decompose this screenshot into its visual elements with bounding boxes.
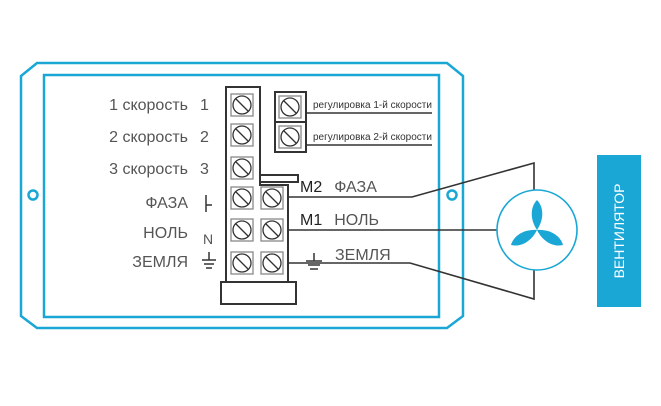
screw-slot (235, 98, 249, 112)
screw-frame (278, 125, 302, 149)
enclosure (19, 61, 465, 330)
ground-symbol-icon (306, 253, 322, 270)
screw-slot (265, 256, 279, 270)
screw-icon (280, 97, 300, 117)
phase-wire (288, 161, 535, 198)
screw-frame (230, 123, 254, 147)
symbols (202, 195, 322, 270)
screw-frame (230, 251, 254, 275)
screw-frame (260, 251, 284, 275)
screw-frame (260, 186, 284, 210)
fan-icon (496, 189, 578, 271)
screw-frame (230, 218, 254, 242)
label-speed-1: 1 скорость (109, 97, 188, 114)
screw-frame (230, 93, 254, 117)
terminal-block (220, 86, 307, 305)
screw-frame (260, 218, 284, 242)
screw-slot (265, 191, 279, 205)
enclosure-inner (42, 73, 441, 319)
adjust-label-1: регулировка 1-й скорости (313, 100, 432, 111)
screw-icon (262, 188, 282, 208)
pin-3: 3 (200, 161, 209, 178)
screw-slot (235, 191, 249, 205)
screw-icon (262, 220, 282, 240)
wire-name-phase: ФАЗА (334, 179, 377, 196)
label-speed-3: 3 скорость (109, 161, 188, 178)
screw-frame (230, 186, 254, 210)
terminal-bar (259, 174, 299, 183)
screw-icon (232, 95, 252, 115)
adjust-label-2: регулировка 2-й скорости (313, 132, 432, 143)
pin-n: N (203, 231, 214, 247)
screw-frame (230, 156, 254, 180)
fan-label-box: ВЕНТИЛЯТОР (597, 155, 641, 307)
fan-label: ВЕНТИЛЯТОР (611, 183, 627, 279)
pin-2: 2 (200, 129, 209, 146)
screw-icon (280, 127, 300, 147)
label-neutral: НОЛЬ (143, 225, 188, 242)
wire-label-neutral: M1 НОЛЬ (300, 212, 379, 230)
label-phase: ФАЗА (145, 195, 188, 212)
screw-icon (232, 125, 252, 145)
mount-hole-right (446, 189, 458, 201)
label-speed-2: 2 скорость (109, 129, 188, 146)
wires (288, 112, 535, 301)
wire-name-earth: ЗЕМЛЯ (335, 247, 391, 264)
wire-name-neutral: НОЛЬ (334, 212, 380, 229)
screw-slot (265, 223, 279, 237)
wire-label-earth: ЗЕМЛЯ (335, 247, 391, 265)
screw-icon (262, 253, 282, 273)
screw-slot (235, 128, 249, 142)
screw-icon (232, 253, 252, 273)
wire-tag-m2: M2 (300, 179, 323, 196)
screw-slot (235, 256, 249, 270)
screw-slot (235, 223, 249, 237)
terminal-base (220, 281, 297, 305)
earth-wire (288, 262, 535, 301)
enclosure-outer (19, 61, 465, 330)
screw-icon (232, 188, 252, 208)
screw-icon (232, 158, 252, 178)
ground-symbol-icon (202, 252, 216, 269)
wire-tag-m1: M1 (300, 212, 323, 229)
screw-slot (283, 130, 297, 144)
screw-slot (235, 161, 249, 175)
screw-slot (283, 100, 297, 114)
wire-label-phase: M2 ФАЗА (300, 179, 377, 197)
label-earth: ЗЕМЛЯ (132, 254, 188, 271)
mount-hole-left (27, 189, 39, 201)
pin-1: 1 (200, 97, 209, 114)
screw-icon (232, 220, 252, 240)
screw-frame (278, 95, 302, 119)
